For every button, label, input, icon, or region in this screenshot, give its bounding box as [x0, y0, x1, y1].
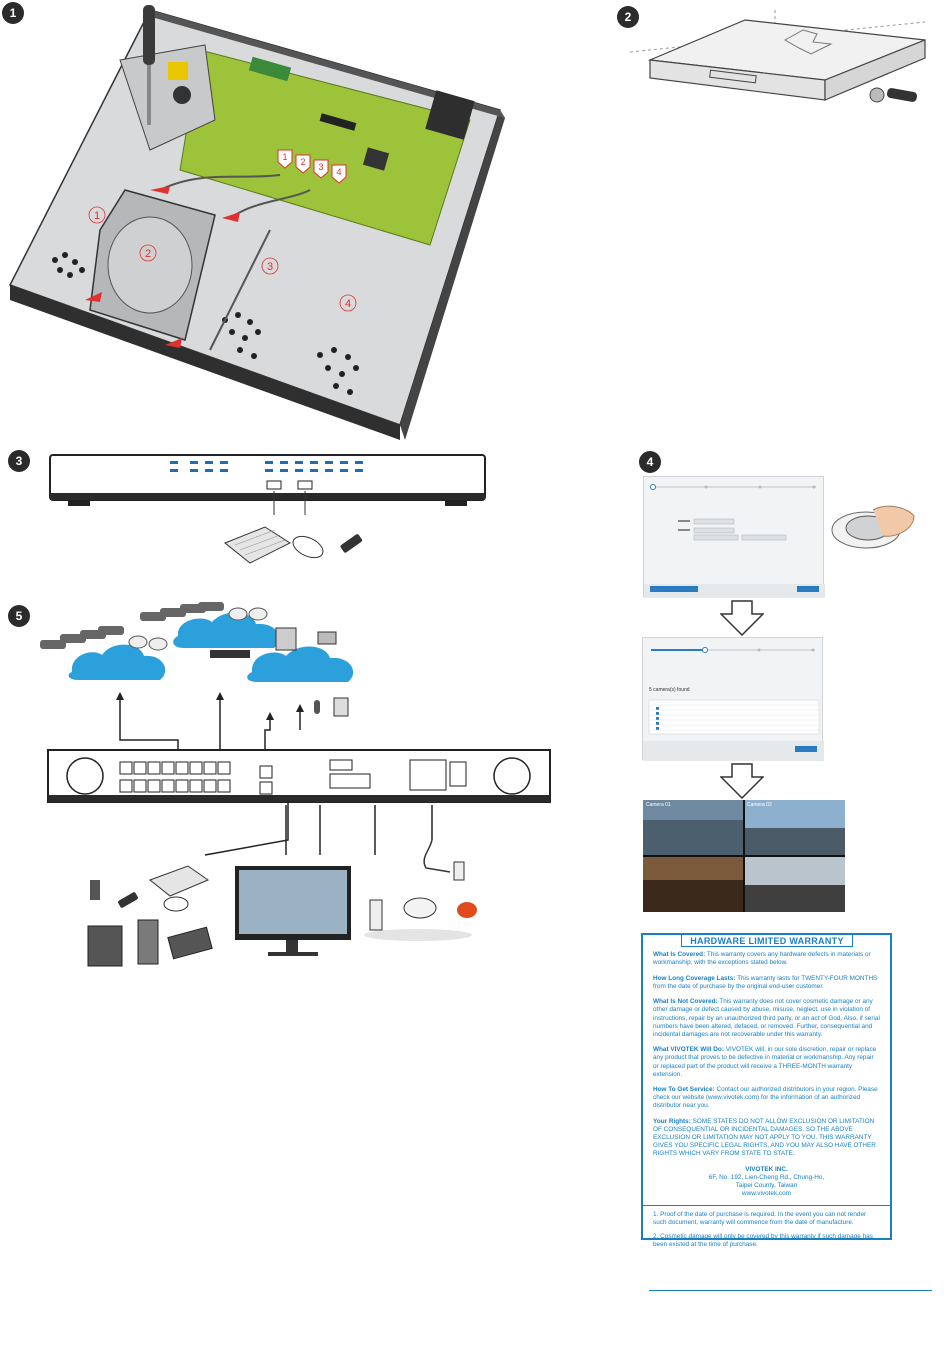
hdd-installation-illustration: 1 2 3 4 1 2 3 4 [8, 5, 505, 440]
step-2-badge: 2 [617, 6, 639, 28]
step-4-badge: 4 [639, 451, 661, 473]
wizard-step2-ui: 5 camera(s) found [643, 647, 824, 761]
bottom-rule [649, 1290, 932, 1291]
cameras-found-text: 5 camera(s) found [649, 687, 690, 693]
warranty-section-body: Contact our authorized distributors in y… [653, 1086, 878, 1110]
setup-wizard-language-screen [643, 476, 825, 598]
step-3-badge: 3 [8, 450, 30, 472]
warranty-section-head: What Is Not Covered: [653, 998, 718, 1006]
warranty-section-body: VIVOTEK will, in our sole discretion, re… [653, 1046, 877, 1078]
warranty-section-not-covered: What Is Not Covered: This warranty does … [653, 998, 880, 1038]
warranty-section-covered: What Is Covered: This warranty covers an… [653, 951, 880, 967]
warranty-section-head: What Is Covered: [653, 951, 706, 958]
callout-3: 3 [318, 162, 323, 172]
warranty-note-1: 1. Proof of the date of purchase is requ… [653, 1211, 867, 1227]
warranty-divider [643, 1205, 890, 1207]
warranty-section-rights: Your Rights: SOME STATES DO NOT ALLOW EX… [653, 1118, 880, 1158]
hdd-bay-2-label: 2 [145, 248, 151, 260]
step-1-badge: 1 [2, 2, 24, 24]
company-website: www.vivotek.com [741, 1190, 791, 1198]
callout-4: 4 [336, 167, 341, 177]
callout-1: 1 [282, 152, 287, 162]
hand-mouse-illustration [831, 505, 915, 549]
warranty-section-head: How Long Coverage Lasts: [653, 974, 736, 982]
setup-wizard-camera-search-screen: 5 camera(s) found [642, 637, 824, 761]
warranty-section-body: This warranty does not cover cosmetic da… [653, 998, 880, 1038]
hdd-bay-4-label: 4 [345, 298, 351, 310]
close-cover-illustration [629, 10, 926, 103]
arrow-down-2 [720, 763, 764, 799]
warranty-card: HARDWARE LIMITED WARRANTY What Is Covere… [641, 933, 892, 1248]
front-panel-illustration [49, 454, 486, 564]
company-name: VIVOTEK INC. [745, 1165, 788, 1173]
hdd-bay-3-label: 3 [267, 261, 273, 273]
warranty-section-body: This warranty covers any hardware defect… [653, 951, 871, 967]
wizard-step1-ui [644, 484, 825, 598]
arrow-down-1 [720, 600, 764, 636]
live-view-camera-a: Camera 01 [646, 802, 671, 808]
live-view-grid: Camera 01 Camera 02 [643, 800, 845, 912]
warranty-section-head: How To Get Service: [653, 1086, 715, 1094]
callout-2: 2 [300, 157, 305, 167]
company-address: VIVOTEK INC. 6F, No. 192, Lien-Cheng Rd.… [653, 1166, 880, 1198]
warranty-section-body: This warranty lasts for TWENTY-FOUR MONT… [653, 974, 878, 990]
rear-panel-connections-illustration [40, 602, 551, 967]
live-view-screen: Camera 01 Camera 02 [643, 800, 845, 912]
company-address-line2: Taipei County, Taiwan [735, 1182, 798, 1190]
warranty-section-service: How To Get Service: Contact our authoriz… [653, 1086, 880, 1110]
warranty-section-coverage-length: How Long Coverage Lasts: This warranty l… [653, 975, 880, 991]
live-view-camera-b: Camera 02 [747, 802, 772, 808]
warranty-section-body: SOME STATES DO NOT ALLOW EXCLUSION OR LI… [653, 1118, 876, 1158]
company-address-line1: 6F, No. 192, Lien-Cheng Rd., Chung-Ho, [708, 1174, 825, 1182]
step-5-badge: 5 [8, 605, 30, 627]
warranty-section-what-we-do: What VIVOTEK Will Do: VIVOTEK will, in o… [653, 1046, 880, 1078]
warranty-note-2: 2. Cosmetic damage will only be covered … [653, 1232, 873, 1248]
hdd-bay-1-label: 1 [94, 210, 100, 222]
warranty-section-head: What VIVOTEK Will Do: [653, 1046, 724, 1054]
warranty-section-head: Your Rights: [653, 1118, 691, 1125]
warranty-title: HARDWARE LIMITED WARRANTY [681, 934, 853, 947]
